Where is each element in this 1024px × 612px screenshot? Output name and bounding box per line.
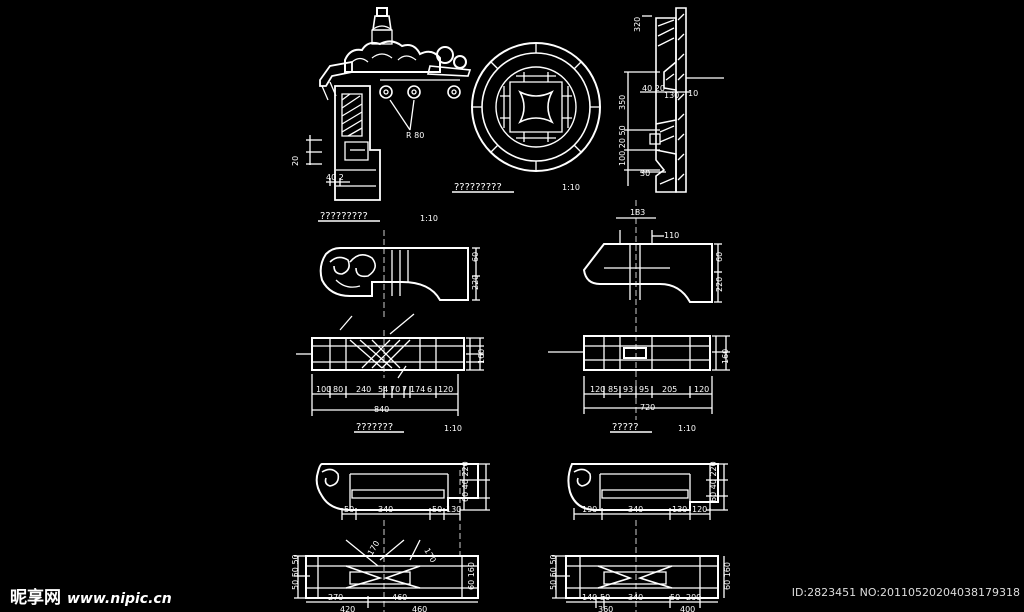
dim-row-e-1: 460 xyxy=(392,593,407,602)
dim-60-a: 60 xyxy=(471,252,480,262)
dim-110: 110 xyxy=(664,231,679,240)
dim-100-20-50: 100 20 50 xyxy=(618,125,627,166)
dim-20: 20 xyxy=(291,156,300,166)
dim-row-f-4: 200 xyxy=(686,593,701,602)
dim-row-d-0: 190 xyxy=(582,505,597,514)
dim-row-d-2: 130 xyxy=(672,505,687,514)
dim-40-20: 40 20 xyxy=(642,84,665,93)
dim-row-f-0: 140 xyxy=(582,593,597,602)
dim-220-b: 220 xyxy=(715,277,724,292)
dim-total-a: 840 xyxy=(374,405,389,414)
dim-row-f-1: 50 xyxy=(600,593,610,602)
bracket-d-plan xyxy=(552,520,725,612)
dim-total-e-1: 460 xyxy=(412,605,427,612)
dim-row-d-3: 120 xyxy=(692,505,707,514)
dim-170-a: 170 xyxy=(366,539,381,557)
dim-r80: R 80 xyxy=(406,131,424,140)
scale-gable-detail: 1:10 xyxy=(420,214,438,223)
dim-row-b-2: 93 xyxy=(623,385,633,394)
title-gable-detail: ????????? xyxy=(320,211,368,222)
dim-total-e-0: 420 xyxy=(340,605,355,612)
dim-row-f-3: 50 xyxy=(670,593,680,602)
title-round-window: ????????? xyxy=(454,182,502,193)
dim-row-c-1: 340 xyxy=(378,505,393,514)
dim-row-a-3: 54 xyxy=(378,385,388,394)
bracket-a-elevation xyxy=(319,230,480,320)
round-lattice-window xyxy=(452,42,601,193)
dim-row-f-2: 340 xyxy=(628,593,643,602)
dim-row-a-5: 7 xyxy=(402,385,407,394)
dim-row-b-5: 120 xyxy=(694,385,709,394)
dim-row-c-3: 130 xyxy=(446,505,461,514)
vertical-section-detail xyxy=(624,7,724,193)
dim-row-c-2: 50 xyxy=(432,505,442,514)
bracket-c-elevation xyxy=(315,463,490,560)
bracket-c-plan xyxy=(294,520,479,612)
dim-row-d-1: 340 xyxy=(628,505,643,514)
dim-40-2: 40 2 xyxy=(326,173,344,182)
scale-bracket-a: 1:10 xyxy=(444,424,462,433)
dim-row-e-0: 270 xyxy=(328,593,343,602)
dim-row-a-4: 70 xyxy=(390,385,400,394)
dim-183: 183 xyxy=(630,208,645,217)
dim-row-b-4: 205 xyxy=(662,385,677,394)
dim-total-b: 720 xyxy=(640,403,655,412)
dim-row-a-1: 80 xyxy=(333,385,343,394)
scale-round-window: 1:10 xyxy=(562,183,580,192)
dim-total-f-1: 400 xyxy=(680,605,695,612)
scale-bracket-b: 1:10 xyxy=(678,424,696,433)
bracket-b-elevation xyxy=(582,200,722,420)
dim-row-c-0: 50 xyxy=(344,505,354,514)
image-id-label: ID:2823451 NO:20110520204038179318 xyxy=(791,586,1020,599)
dim-220-a: 220 xyxy=(471,275,480,290)
title-bracket-b: ????? xyxy=(612,422,639,433)
dim-v160-b: 160 xyxy=(721,349,730,364)
dim-v-f: 50 50 50 xyxy=(549,554,558,590)
title-bracket-a: ??????? xyxy=(356,422,393,433)
dim-130: 130 xyxy=(664,91,679,100)
watermark-url: www.nipic.cn xyxy=(67,591,172,607)
dim-row-a-8: 120 xyxy=(438,385,453,394)
dim-row-b-1: 85 xyxy=(608,385,618,394)
dim-row-b-0: 120 xyxy=(590,385,605,394)
bracket-a-plan xyxy=(296,313,484,433)
dim-30: 30 xyxy=(640,169,650,178)
watermark-logo: 昵享网 www.nipic.cn xyxy=(10,583,172,608)
dim-10: 10 xyxy=(688,89,698,98)
dim-total-f-0: 360 xyxy=(598,605,613,612)
dim-v-e2: 60 160 xyxy=(467,562,476,590)
bracket-d-elevation xyxy=(567,463,728,520)
watermark-logo-text: 昵享网 xyxy=(10,588,61,608)
dim-350: 350 xyxy=(618,95,627,110)
dim-v160-a: 160 xyxy=(477,349,486,364)
dim-row-b-3: 95 xyxy=(639,385,649,394)
bracket-b-plan xyxy=(548,335,730,433)
dim-v-d: 60 40 220 xyxy=(709,461,718,502)
dim-row-a-7: 6 xyxy=(427,385,432,394)
dim-row-a-6: 174 xyxy=(410,385,425,394)
dim-row-a-2: 240 xyxy=(356,385,371,394)
dim-60-b: 60 xyxy=(715,252,724,262)
dim-v-e: 50 50 50 xyxy=(291,554,300,590)
gable-ridge-detail xyxy=(306,7,472,222)
dim-v-c: 60 40 220 xyxy=(461,461,470,502)
dim-row-a-0: 100 xyxy=(316,385,331,394)
dim-320: 320 xyxy=(633,17,642,32)
dim-v-f2: 60 160 xyxy=(723,562,732,590)
